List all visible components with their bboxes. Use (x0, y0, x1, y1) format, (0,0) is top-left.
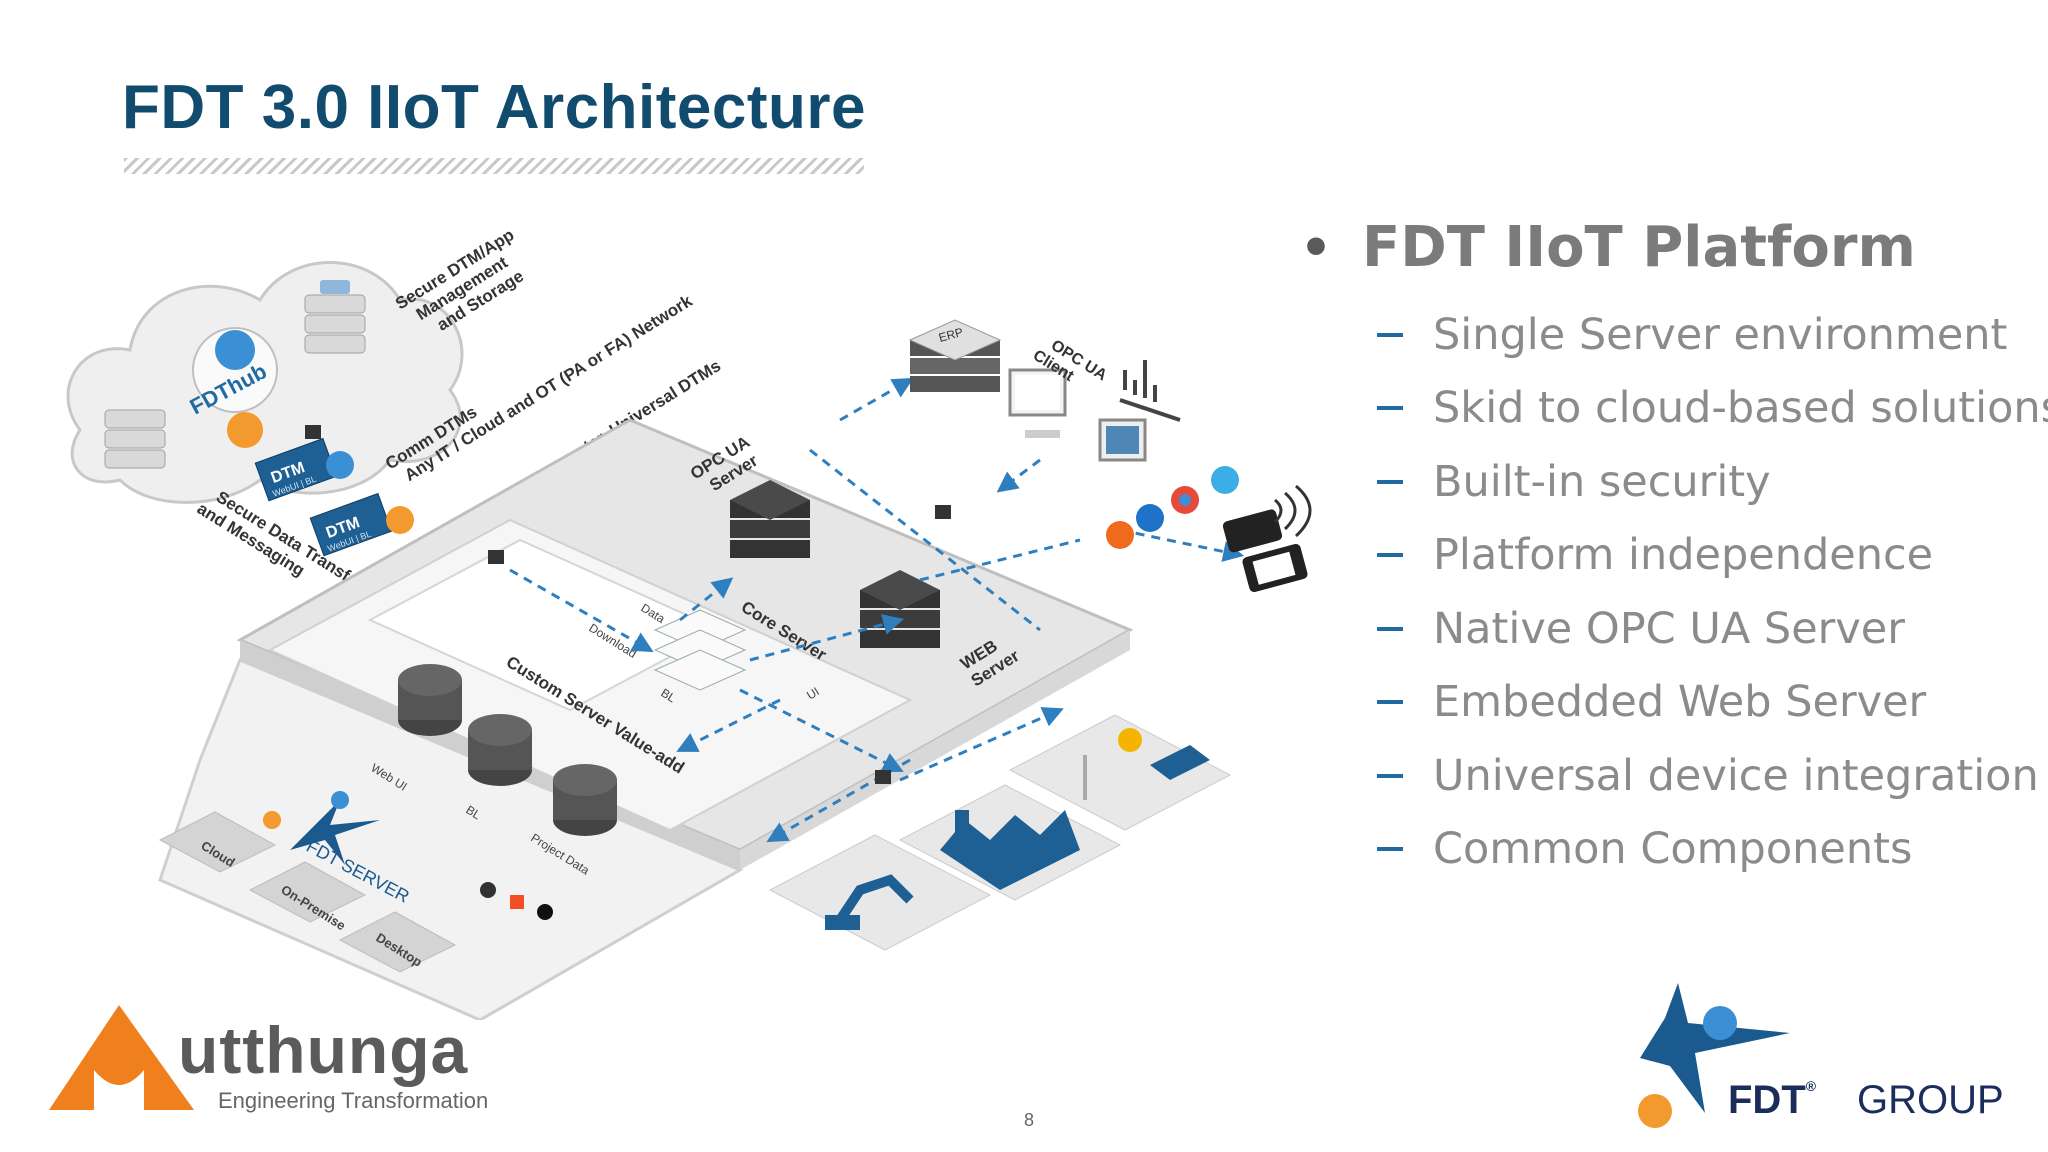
dash-icon (1377, 553, 1403, 558)
erp-stack: ERP (908, 319, 1002, 392)
linux-icon (480, 882, 496, 898)
cloud-orange-dot (227, 412, 263, 448)
bl-label-core: BL (658, 686, 678, 706)
bullet-list: • FDT IIoT Platform Single Server enviro… (1300, 215, 2048, 887)
sub-bullet-text: Embedded Web Server (1433, 677, 1927, 728)
cloud-server-stack-2 (104, 409, 166, 469)
dash-icon (1377, 332, 1403, 337)
dash-icon (1377, 847, 1403, 852)
safari-icon (1211, 466, 1239, 494)
sub-bullet: Platform independence (1300, 519, 2040, 593)
firefox-icon (1106, 521, 1134, 549)
sub-bullet-text: Native OPC UA Server (1433, 603, 1905, 654)
deployment-tiles: Cloud On-Premise Desktop (158, 811, 457, 973)
factory-tile (898, 784, 1122, 901)
sub-bullet-text: Single Server environment (1433, 309, 2008, 360)
page-number: 8 (1024, 1110, 1035, 1130)
padlock-icon-4 (875, 770, 891, 784)
dtm-box-2: DTM WebUI | BL (309, 492, 393, 557)
fdt-reg-mark: ® (1805, 1078, 1817, 1094)
utthunga-tagline: Engineering Transformation (218, 1088, 489, 1113)
bl-label-custom: BL (463, 803, 483, 823)
wifi-icon (1273, 484, 1312, 538)
apple-icon (537, 904, 553, 920)
architecture-diagram: FDThub Secure DTM/App Management and Sto… (66, 225, 1312, 1020)
edge-icon (1136, 504, 1164, 532)
fdt-group-text: GROUP (1857, 1078, 2004, 1122)
sub-bullet: Built-in security (1300, 445, 2040, 519)
custom-server-webui-stack (398, 664, 462, 736)
utthunga-name: utthunga (178, 1013, 469, 1087)
sub-bullet-text: Skid to cloud-based solutions (1433, 383, 2048, 434)
dash-icon (1377, 700, 1403, 705)
main-bullet-text: FDT IIoT Platform (1361, 215, 1916, 280)
fdt-mark: FDT® (1728, 1078, 1816, 1123)
custom-server-bl-stack (468, 714, 532, 786)
apple-tablet-icon (1222, 509, 1283, 553)
padlock-icon-1 (305, 425, 321, 439)
mobile-devices (1222, 484, 1312, 593)
sub-bullet: Single Server environment (1300, 298, 2040, 372)
title-underline (124, 158, 864, 174)
sub-bullet-text: Universal device integration (1433, 750, 2039, 801)
fdthub-cloud: FDThub (66, 261, 464, 504)
sub-bullet: Universal device integration (1300, 739, 2040, 813)
sub-bullet-list: Single Server environment Skid to cloud-… (1300, 298, 2048, 887)
main-bullet: • FDT IIoT Platform (1300, 215, 2040, 280)
sub-bullet-text: Platform independence (1433, 530, 1934, 581)
sub-bullet-text: Common Components (1433, 824, 1913, 875)
svg-text:ERP: ERP (937, 325, 964, 345)
dtm-orange-dot (386, 506, 414, 534)
sub-bullet: Skid to cloud-based solutions (1300, 372, 2048, 446)
dtm-blue-dot (326, 451, 354, 479)
browser-icons (1106, 466, 1239, 549)
opc-ua-client-monitor (1008, 368, 1067, 438)
os-icons (480, 882, 553, 920)
fdt-group-logo (1638, 983, 1790, 1128)
custom-server-project-stack (553, 764, 617, 836)
opc-ua-server-stack (730, 480, 810, 558)
energy-tile (1008, 714, 1232, 831)
dash-icon (1377, 773, 1403, 778)
robot-tile (768, 834, 992, 951)
utthunga-logo (49, 1005, 194, 1110)
dtm-box-1: DTM WebUI | BL (254, 437, 338, 502)
dash-icon (1377, 626, 1403, 631)
data-flow-arrows (509, 377, 1245, 843)
dash-icon (1377, 479, 1403, 484)
padlock-icons (305, 425, 951, 784)
cloud-server-stack-1 (304, 280, 366, 354)
dashboard-monitor (1098, 418, 1147, 462)
chart-icon (1119, 360, 1181, 422)
sub-bullet: Common Components (1300, 813, 2040, 887)
sub-bullet-text: Built-in security (1433, 456, 1771, 507)
sub-bullet: Embedded Web Server (1300, 666, 2040, 740)
padlock-icon-2 (488, 550, 504, 564)
fdt-mark-text: FDT (1728, 1078, 1806, 1122)
windows-icon (510, 895, 524, 909)
cloud-blue-dot (215, 330, 255, 370)
sub-bullet: Native OPC UA Server (1300, 592, 2040, 666)
padlock-icon-3 (935, 505, 951, 519)
dash-icon (1377, 406, 1403, 411)
core-center-stack (653, 609, 747, 691)
bullet-dot-icon: • (1300, 218, 1332, 277)
slide-title: FDT 3.0 IIoT Architecture (122, 73, 866, 142)
fdt-server-platform (158, 418, 1134, 1020)
